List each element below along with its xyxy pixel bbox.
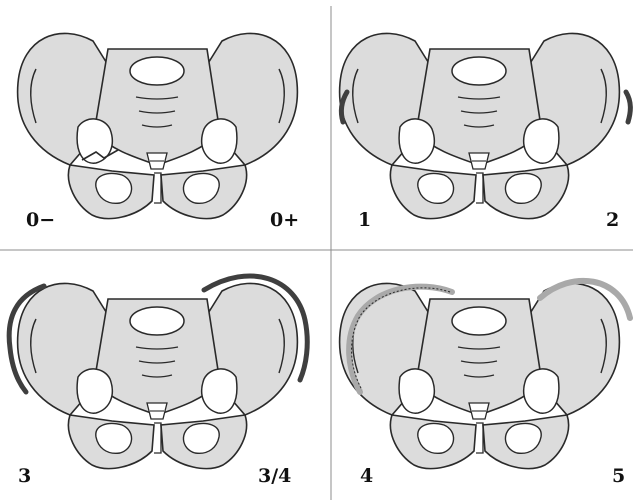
label-left: 0−: [26, 209, 55, 231]
label-right: 2: [606, 209, 619, 231]
label-left: 1: [358, 209, 371, 231]
label-right: 5: [612, 465, 625, 487]
label-right: 0+: [270, 209, 299, 231]
panel-bottom-right: 4 5: [340, 281, 630, 487]
panel-top-left: 0− 0+: [18, 33, 300, 231]
label-right: 3/4: [258, 465, 291, 487]
label-left: 4: [360, 465, 373, 487]
panel-top-right: 1 2: [340, 33, 631, 231]
label-left: 3: [18, 465, 31, 487]
ossification-arc-right: [626, 92, 630, 122]
panel-bottom-left: 3 3/4: [9, 276, 307, 487]
